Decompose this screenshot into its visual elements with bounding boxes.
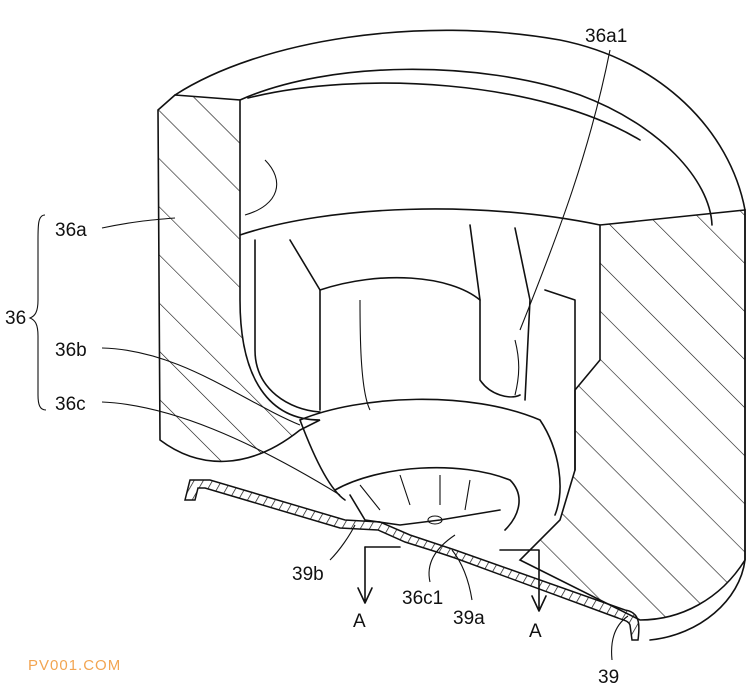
label-36b: 36b [55,340,87,361]
section-line-a-a [357,546,547,612]
label-section-a-left: A [353,611,366,632]
label-36a: 36a [55,220,87,241]
label-section-a-right: A [529,621,542,642]
bottom-plate-39 [184,479,640,641]
label-36c: 36c [55,394,86,415]
label-39b: 39b [292,564,324,585]
label-39a: 39a [453,608,485,629]
label-36c1: 36c1 [402,588,443,609]
label-36: 36 [5,308,26,329]
label-36a1: 36a1 [585,26,627,47]
watermark: PV001.COM [28,657,121,674]
outer-cap-body [157,29,746,641]
inner-recess-36c [299,398,561,531]
leader-lines [28,49,629,661]
inner-recess-36a [239,159,601,471]
label-39: 39 [598,667,619,688]
